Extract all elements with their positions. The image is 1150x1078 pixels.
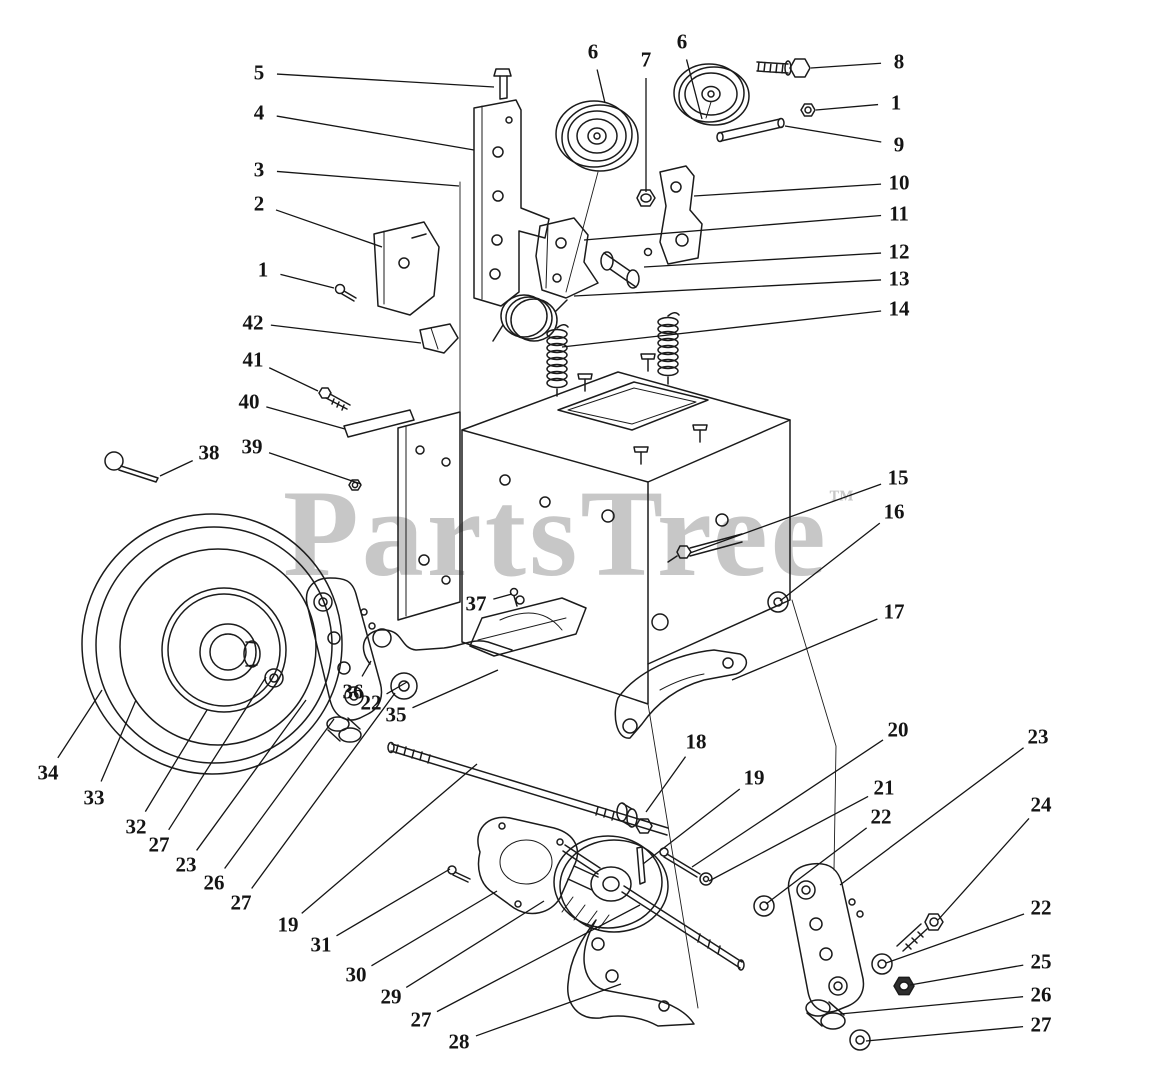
callout-19: 19 (277, 912, 299, 937)
callout-22: 22 (870, 804, 892, 829)
callout-27: 27 (1030, 1012, 1052, 1037)
callout-11: 11 (889, 201, 909, 226)
callout-6: 6 (587, 39, 599, 64)
callout-26: 26 (203, 870, 225, 895)
callout-34: 34 (37, 760, 59, 785)
callout-24: 24 (1030, 792, 1052, 817)
callout-39: 39 (241, 434, 263, 459)
callout-42: 42 (242, 310, 264, 335)
callout-2: 2 (253, 191, 265, 216)
callout-14: 14 (888, 296, 910, 321)
callout-13: 13 (888, 266, 910, 291)
callout-22: 22 (1030, 895, 1052, 920)
callout-38: 38 (198, 440, 220, 465)
callout-1: 1 (257, 257, 269, 282)
callout-9: 9 (893, 132, 905, 157)
fasteners-top-right (716, 58, 816, 143)
callout-10: 10 (888, 170, 910, 195)
callout-12: 12 (888, 239, 910, 264)
callout-15: 15 (887, 465, 909, 490)
callout-1: 1 (890, 90, 902, 115)
callout-35: 35 (385, 702, 407, 727)
callout-23: 23 (1027, 724, 1049, 749)
callout-41: 41 (242, 347, 264, 372)
callout-25: 25 (1030, 949, 1052, 974)
callout-17: 17 (883, 599, 905, 624)
callout-29: 29 (380, 984, 402, 1009)
callout-30: 30 (345, 962, 367, 987)
callout-7: 7 (640, 47, 652, 72)
callout-8: 8 (893, 49, 905, 74)
callout-23: 23 (175, 852, 197, 877)
callout-33: 33 (83, 785, 105, 810)
callout-5: 5 (253, 60, 265, 85)
callout-32: 32 (125, 814, 147, 839)
pulleys (555, 63, 750, 293)
callout-28: 28 (448, 1029, 470, 1054)
carriage-bolt-5 (493, 68, 512, 100)
callout-6: 6 (676, 29, 688, 54)
callout-40: 40 (238, 389, 260, 414)
callout-22: 22 (360, 690, 382, 715)
callout-4: 4 (253, 100, 265, 125)
callout-27: 27 (148, 832, 170, 857)
callout-3: 3 (253, 157, 265, 182)
callout-26: 26 (1030, 982, 1052, 1007)
callout-31: 31 (310, 932, 332, 957)
callout-19: 19 (743, 765, 765, 790)
idler-bracket-assembly (104, 99, 550, 491)
callout-20: 20 (887, 717, 909, 742)
callout-18: 18 (685, 729, 707, 754)
callout-21: 21 (873, 775, 895, 800)
callout-27: 27 (230, 890, 252, 915)
callout-37: 37 (465, 591, 487, 616)
callout-16: 16 (883, 499, 905, 524)
callout-27: 27 (410, 1007, 432, 1032)
